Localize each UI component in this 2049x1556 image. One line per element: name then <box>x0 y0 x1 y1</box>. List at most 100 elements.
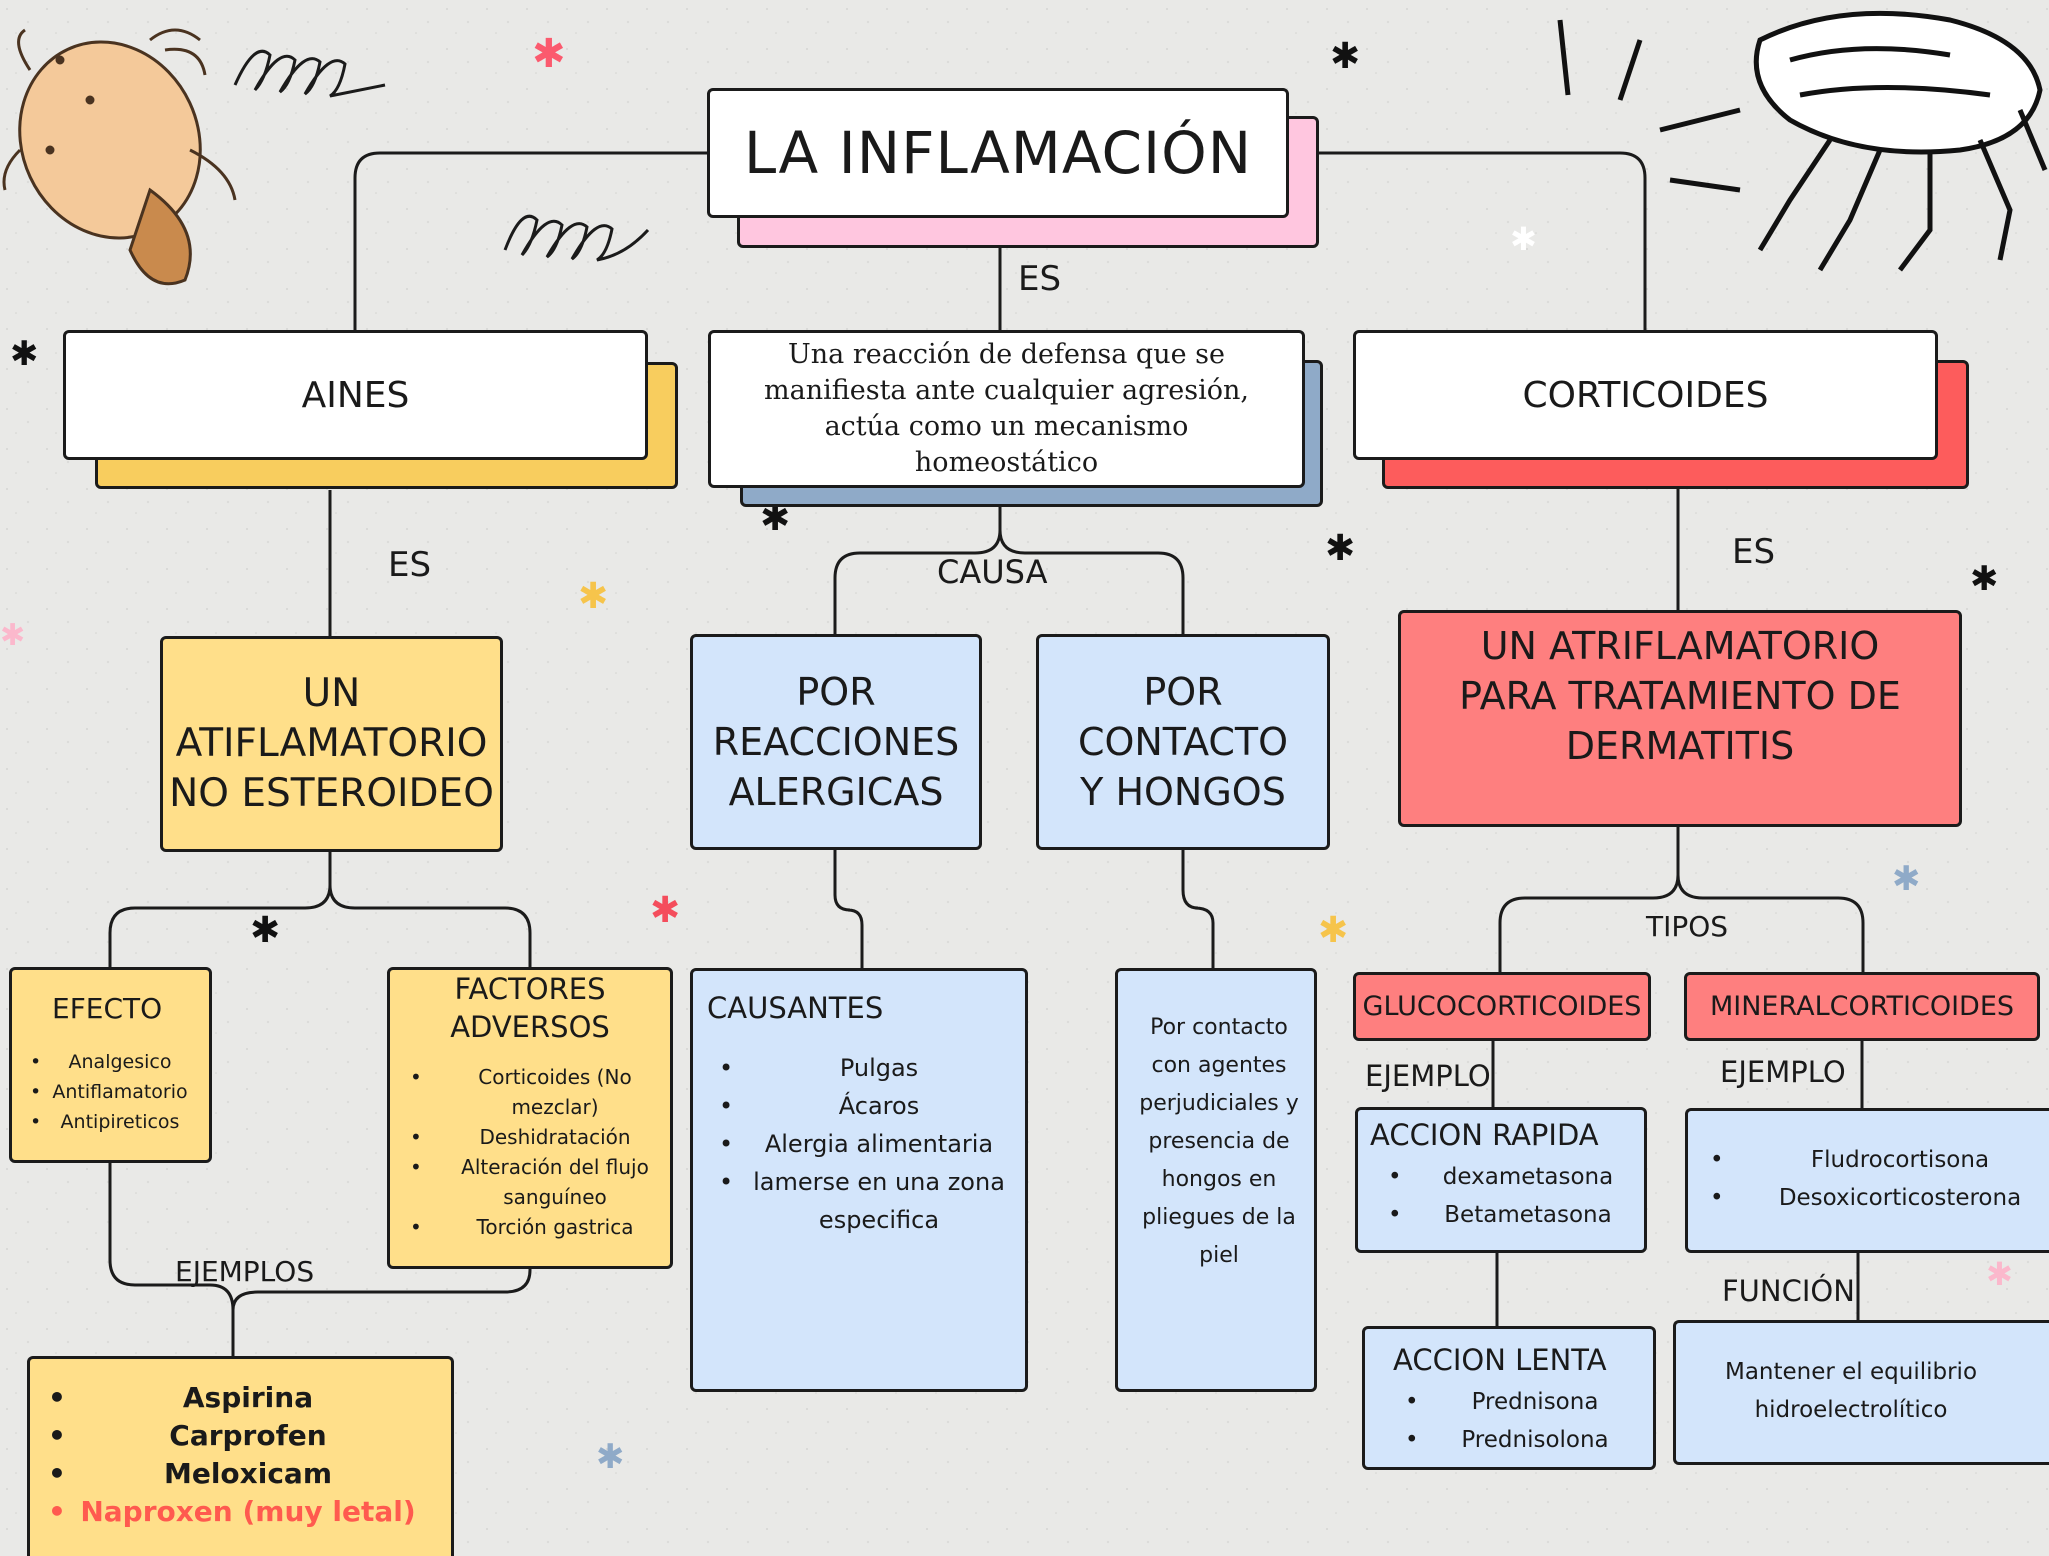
funcion-box: Mantener el equilibrio hidroelectrolític… <box>1673 1320 2049 1465</box>
efecto-title: EFECTO <box>52 992 163 1025</box>
factores-item: Torción gastrica <box>410 1212 660 1242</box>
causantes-list: Pulgas Ácaros Alergia alimentaria lamers… <box>719 1049 1009 1239</box>
label-es-left: ES <box>388 545 432 585</box>
line-desc-mineral <box>1676 874 1865 972</box>
line-contacto-text <box>1181 850 1215 968</box>
accion-lenta-box: ACCION LENTA Prednisona Prednisolona <box>1362 1326 1656 1470</box>
corticoides-description-box: UN ATRIFLAMATORIO PARA TRATAMIENTO DE DE… <box>1398 610 1962 827</box>
line-efecto-ejemplos <box>108 1163 235 1356</box>
lenta-item: Prednisona <box>1405 1383 1635 1421</box>
definition-box: Una reacción de defensa que se manifiest… <box>708 330 1305 488</box>
alergicas-title: POR REACCIONES ALERGICAS <box>712 670 960 814</box>
svg-text:✱: ✱ <box>1986 1255 2013 1293</box>
svg-text:✱: ✱ <box>1970 559 1999 599</box>
accion-lenta-list: Prednisona Prednisolona <box>1405 1383 1635 1459</box>
factores-box: FACTORES ADVERSOS Corticoides (No mezcla… <box>387 967 673 1269</box>
svg-text:✱: ✱ <box>1318 910 1348 951</box>
lenta-item: Prednisolona <box>1405 1421 1635 1459</box>
mineral-item: Desoxicorticosterona <box>1710 1179 2049 1217</box>
contacto-text: Por contacto con agentes perjudiciales y… <box>1139 1015 1299 1268</box>
causante-item: Alergia alimentaria <box>719 1125 1009 1163</box>
efecto-list: Analgesico Antiflamatorio Antipireticos <box>30 1047 210 1137</box>
accion-lenta-title: ACCION LENTA <box>1393 1343 1607 1377</box>
svg-text:✱: ✱ <box>1510 220 1537 258</box>
svg-text:✱: ✱ <box>596 1437 625 1477</box>
glucocorticoides-title: GLUCOCORTICOIDES <box>1362 991 1642 1022</box>
flea-illustration <box>1557 10 2048 272</box>
line-desc-efecto <box>108 852 332 967</box>
line-title-corticoides <box>1317 151 1647 330</box>
accion-rapida-title: ACCION RAPIDA <box>1370 1118 1599 1152</box>
glucocorticoides-box: GLUCOCORTICOIDES <box>1353 972 1651 1041</box>
factores-list: Corticoides (No mezclar) Deshidratación … <box>410 1062 660 1242</box>
mineral-ejemplos-box: Fludrocortisona Desoxicorticosterona <box>1685 1108 2049 1253</box>
svg-text:✱: ✱ <box>0 618 25 653</box>
label-ejemplos: EJEMPLOS <box>175 1255 315 1288</box>
mineral-item: Fludrocortisona <box>1710 1141 2049 1179</box>
accion-rapida-box: ACCION RAPIDA dexametasona Betametasona <box>1355 1107 1647 1253</box>
corticoides-description: UN ATRIFLAMATORIO PARA TRATAMIENTO DE DE… <box>1459 624 1901 768</box>
line-alergicas-causantes <box>833 850 864 968</box>
ejemplos-list: Aspirina Carprofen Meloxicam Naproxen (m… <box>48 1379 448 1531</box>
efecto-box: EFECTO Analgesico Antiflamatorio Antipir… <box>9 967 212 1163</box>
mineral-ejemplos-list: Fludrocortisona Desoxicorticosterona <box>1710 1141 2049 1217</box>
ejemplo-item: Carprofen <box>48 1417 448 1455</box>
funcion-text: Mantener el equilibrio hidroelectrolític… <box>1724 1359 1978 1423</box>
line-causa-contacto <box>998 529 1185 634</box>
label-ejemplo-mineral: EJEMPLO <box>1720 1055 1846 1089</box>
svg-text:✱: ✱ <box>578 576 608 617</box>
efecto-item: Antipireticos <box>30 1107 210 1137</box>
definition-text: Una reacción de defensa que se manifiest… <box>764 339 1249 478</box>
line-factores-ejemplos <box>231 1261 532 1311</box>
scribble-loops <box>233 49 650 262</box>
line-desc-factores <box>328 884 532 967</box>
aines-description: UN ATIFLAMATORIO NO ESTEROIDEO <box>169 671 494 816</box>
mineralcorticoides-title: MINERALCORTICOIDES <box>1709 991 2015 1022</box>
label-es-right: ES <box>1732 532 1776 572</box>
contacto-box: POR CONTACTO Y HONGOS <box>1036 634 1330 850</box>
factores-item: Deshidratación <box>410 1122 660 1152</box>
contacto-title: POR CONTACTO Y HONGOS <box>1077 670 1289 814</box>
ejemplo-item: Aspirina <box>48 1379 448 1417</box>
efecto-item: Analgesico <box>30 1047 210 1077</box>
svg-text:✱: ✱ <box>532 31 566 77</box>
factores-title: FACTORES ADVERSOS <box>450 972 610 1044</box>
efecto-item: Antiflamatorio <box>30 1077 210 1107</box>
aines-description-box: UN ATIFLAMATORIO NO ESTEROIDEO <box>160 636 503 852</box>
ejemplo-warning: Naproxen (muy letal) <box>48 1493 448 1531</box>
line-causa-alergicas <box>833 507 1002 634</box>
svg-text:✱: ✱ <box>250 910 280 951</box>
rapida-item: Betametasona <box>1388 1196 1638 1234</box>
causante-item: Pulgas <box>719 1049 1009 1087</box>
causantes-box: CAUSANTES Pulgas Ácaros Alergia alimenta… <box>690 968 1028 1392</box>
label-causa: CAUSA <box>937 553 1048 591</box>
svg-text:✱: ✱ <box>10 334 39 374</box>
factores-item: Alteración del flujo sanguíneo <box>410 1152 660 1212</box>
rapida-item: dexametasona <box>1388 1158 1638 1196</box>
page-title: LA INFLAMACIÓN <box>743 119 1253 187</box>
aines-box: AINES <box>63 330 648 460</box>
label-funcion: FUNCIÓN <box>1722 1274 1855 1308</box>
label-ejemplo-gluco: EJEMPLO <box>1365 1059 1491 1093</box>
label-es-center: ES <box>1018 259 1062 299</box>
ejemplos-box: Aspirina Carprofen Meloxicam Naproxen (m… <box>27 1356 454 1556</box>
causantes-title: CAUSANTES <box>707 991 884 1025</box>
alergicas-box: POR REACCIONES ALERGICAS <box>690 634 982 850</box>
label-tipos: TIPOS <box>1646 910 1729 943</box>
svg-text:✱: ✱ <box>650 890 680 931</box>
corticoides-box: CORTICOIDES <box>1353 330 1938 460</box>
ejemplo-item: Meloxicam <box>48 1455 448 1493</box>
title-box: LA INFLAMACIÓN <box>707 88 1289 218</box>
accion-rapida-list: dexametasona Betametasona <box>1388 1158 1638 1234</box>
factores-item: Corticoides (No mezclar) <box>410 1062 660 1122</box>
svg-text:✱: ✱ <box>1325 528 1355 569</box>
causante-item: Ácaros <box>719 1087 1009 1125</box>
svg-text:✱: ✱ <box>1892 859 1921 899</box>
mineralcorticoides-box: MINERALCORTICOIDES <box>1684 972 2040 1041</box>
line-title-aines <box>353 151 708 330</box>
causante-item: lamerse en una zona especifica <box>719 1163 1009 1239</box>
corticoides-title: CORTICOIDES <box>1522 374 1769 416</box>
mite-illustration <box>2 28 237 286</box>
svg-text:✱: ✱ <box>1330 36 1360 77</box>
line-desc-gluco <box>1498 827 1680 972</box>
